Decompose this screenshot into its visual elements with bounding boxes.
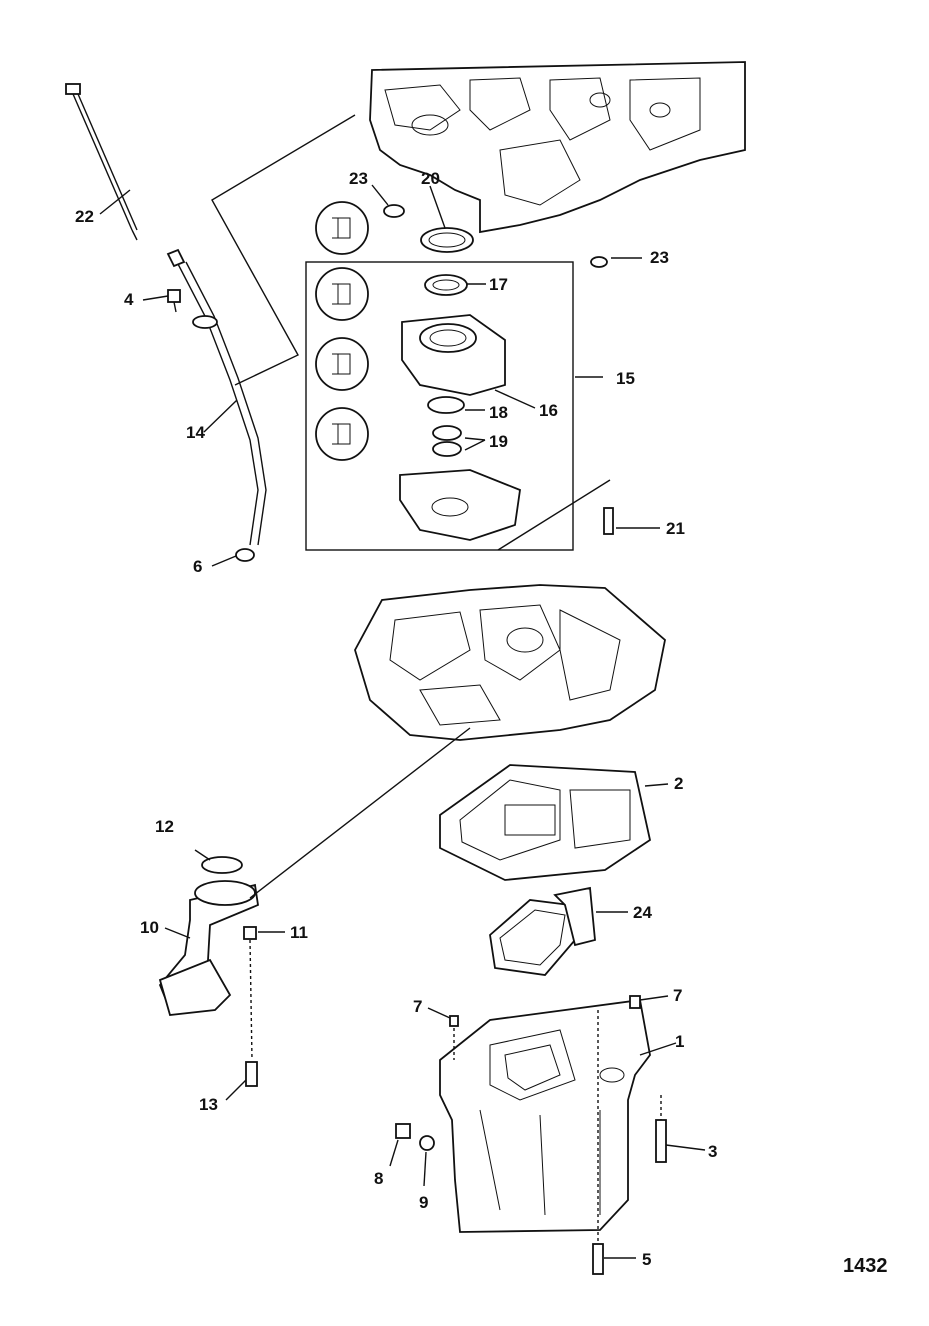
dipstick-tube xyxy=(166,248,267,562)
seal-18 xyxy=(427,396,465,414)
callout-23-right: 23 xyxy=(650,248,669,267)
callout-8: 8 xyxy=(374,1169,384,1188)
oil-filter-element xyxy=(489,886,596,976)
dowel-7-left xyxy=(449,1015,459,1027)
engine-block xyxy=(369,61,746,234)
callout-22: 22 xyxy=(75,207,94,226)
callout-6: 6 xyxy=(193,557,203,576)
seal-20 xyxy=(420,227,474,253)
seal-orientation-insets xyxy=(315,201,369,461)
seal-19-upper xyxy=(432,425,462,441)
screw-4 xyxy=(167,289,181,313)
screw-5 xyxy=(592,1243,604,1275)
callout-17: 17 xyxy=(489,275,508,294)
adapter-plate xyxy=(354,584,666,741)
callout-24: 24 xyxy=(633,903,652,922)
callout-7-left: 7 xyxy=(413,997,423,1016)
oil-pump-assembly-box xyxy=(305,261,574,551)
callout-23-left: 23 xyxy=(349,169,368,188)
callout-1: 1 xyxy=(675,1032,685,1051)
seal-17 xyxy=(424,274,468,296)
callout-13: 13 xyxy=(199,1095,218,1114)
drain-plug-washer xyxy=(419,1135,435,1151)
callout-7-right: 7 xyxy=(673,986,683,1005)
callout-21: 21 xyxy=(666,519,685,538)
callout-5: 5 xyxy=(642,1250,652,1269)
callout-14: 14 xyxy=(186,423,205,442)
dipstick xyxy=(65,83,138,241)
o-ring-12 xyxy=(201,856,243,874)
callout-10: 10 xyxy=(140,918,159,937)
screw-3 xyxy=(655,1119,667,1163)
callout-11: 11 xyxy=(290,923,308,942)
o-ring-23-right xyxy=(590,256,608,268)
gasket xyxy=(439,764,652,881)
callout-9: 9 xyxy=(419,1193,429,1212)
pump-cover xyxy=(399,469,521,541)
drain-plug xyxy=(395,1123,411,1139)
callout-3: 3 xyxy=(708,1142,718,1161)
o-ring-23-left xyxy=(383,204,405,218)
callout-12: 12 xyxy=(155,817,174,836)
callout-16: 16 xyxy=(539,401,558,420)
pump-housing xyxy=(401,314,506,396)
callout-2: 2 xyxy=(674,774,684,793)
callout-leaders xyxy=(99,184,706,1259)
callout-20: 20 xyxy=(421,169,440,188)
oil-pickup xyxy=(158,880,259,1016)
callout-18: 18 xyxy=(489,403,508,422)
seal-19-lower xyxy=(432,441,462,457)
callout-19: 19 xyxy=(489,432,508,451)
oil-pan xyxy=(439,998,651,1233)
dowel-7-right xyxy=(629,995,641,1009)
callout-15: 15 xyxy=(616,369,635,388)
figure-number: 1432 xyxy=(843,1255,888,1277)
callout-4: 4 xyxy=(124,290,134,309)
pickup-screws xyxy=(243,926,258,1087)
screw-21 xyxy=(497,479,614,551)
